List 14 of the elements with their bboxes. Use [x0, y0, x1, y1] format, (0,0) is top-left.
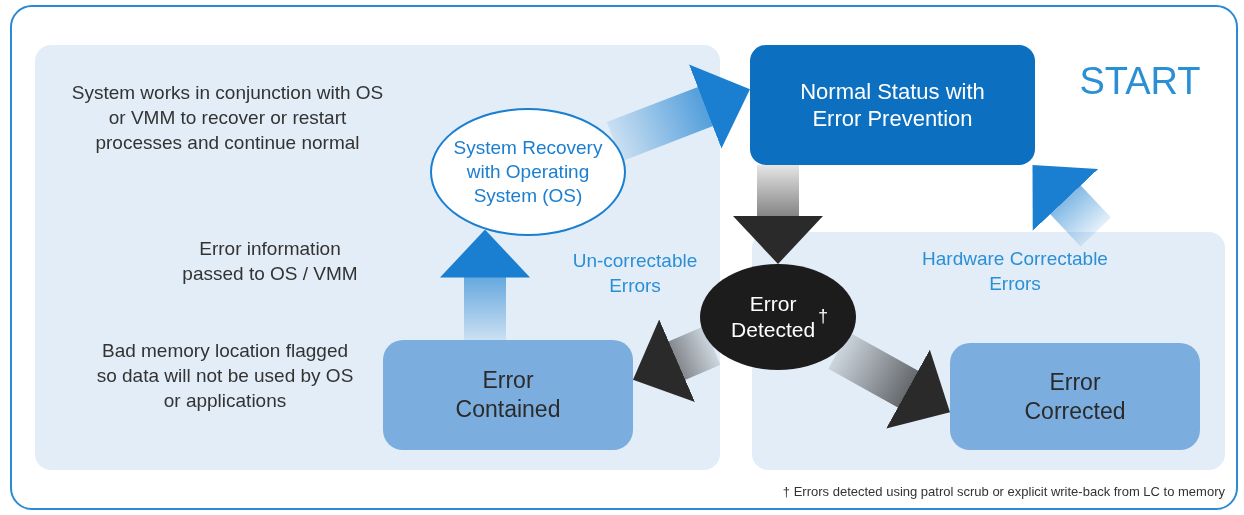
- category-label: Un-correctable Errors: [571, 249, 699, 299]
- start-label: START: [1078, 60, 1202, 103]
- group-panel: [35, 45, 720, 470]
- process-box: Normal Status with Error Prevention: [750, 45, 1035, 165]
- description-text: Error information passed to OS / VMM: [181, 237, 359, 287]
- process-box: Error Contained: [383, 340, 633, 450]
- description-text: Bad memory location flagged so data will not be used by OS or applications: [95, 339, 355, 414]
- category-label: Hardware Correctable Errors: [921, 247, 1109, 297]
- description-text: System works in conjunction with OS or VMM to recover or restart processes and continue normal: [70, 81, 385, 156]
- process-box: Error Corrected: [950, 343, 1200, 450]
- ellipse-node: System Recovery with Operating System (OS): [430, 108, 626, 236]
- arrow: [733, 165, 823, 264]
- arrow: [440, 229, 530, 340]
- footnote-text: † Errors detected using patrol scrub or explicit write-back from LC to memory: [781, 484, 1225, 499]
